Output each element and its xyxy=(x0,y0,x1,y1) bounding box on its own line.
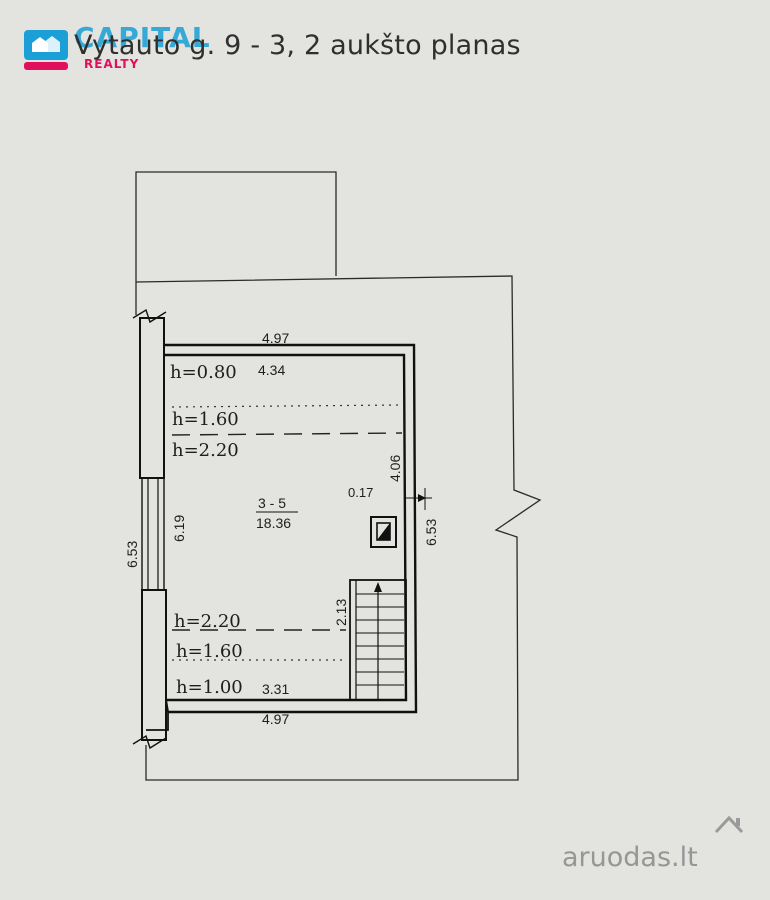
wall-joint-bottom xyxy=(165,699,169,713)
height-label-bottom-1: h=1.60 xyxy=(176,641,243,662)
dim-bottom-outer: 4.97 xyxy=(262,711,289,727)
building-outline xyxy=(135,275,542,781)
room-inner-wall xyxy=(164,353,408,702)
logo-text: CAPITAL xyxy=(74,21,211,54)
height-label-bottom-0: h=1.00 xyxy=(176,677,243,698)
dim-top-outer: 4.97 xyxy=(262,330,289,346)
staircase xyxy=(349,579,407,701)
dim-right-outer: 6.53 xyxy=(423,519,439,546)
watermark-house-icon xyxy=(714,815,744,834)
page-title: Vytauto g. 9 - 3, 2 aukšto planas xyxy=(74,30,521,61)
capital-realty-logo xyxy=(22,26,242,76)
bottom-wall-extension xyxy=(146,712,169,731)
chimney-symbol xyxy=(370,516,397,548)
dim-left-outer: 6.53 xyxy=(124,541,140,568)
height-label-top-0: h=0.80 xyxy=(170,362,237,383)
house-logo-icon xyxy=(24,30,68,70)
height-label-top-2: h=2.20 xyxy=(172,440,239,461)
dimension-arrows-right xyxy=(404,488,432,510)
dim-top-inner: 4.34 xyxy=(258,362,285,378)
room-area: 18.36 xyxy=(256,515,291,531)
watermark-text: aruodas.lt xyxy=(562,842,698,873)
dim-stair-height: 2.13 xyxy=(333,599,349,626)
logo-subtext: REALTY xyxy=(84,57,140,71)
height-label-bottom-2: h=2.20 xyxy=(174,611,241,632)
room-outer-wall xyxy=(164,343,418,714)
left-wall-upper xyxy=(139,317,165,479)
dim-right-inner: 4.06 xyxy=(387,455,403,482)
room-number: 3 - 5 xyxy=(258,495,286,511)
dim-offset: 0.17 xyxy=(348,485,373,500)
annex-outline xyxy=(135,171,337,282)
left-wall-lower xyxy=(141,589,167,741)
height-line-2-20-top xyxy=(171,432,403,436)
dim-bottom-inner: 3.31 xyxy=(262,681,289,697)
dim-left-inner: 6.19 xyxy=(171,515,187,542)
window xyxy=(141,478,165,590)
break-mark-bottom xyxy=(132,734,167,750)
height-label-top-1: h=1.60 xyxy=(172,409,239,430)
